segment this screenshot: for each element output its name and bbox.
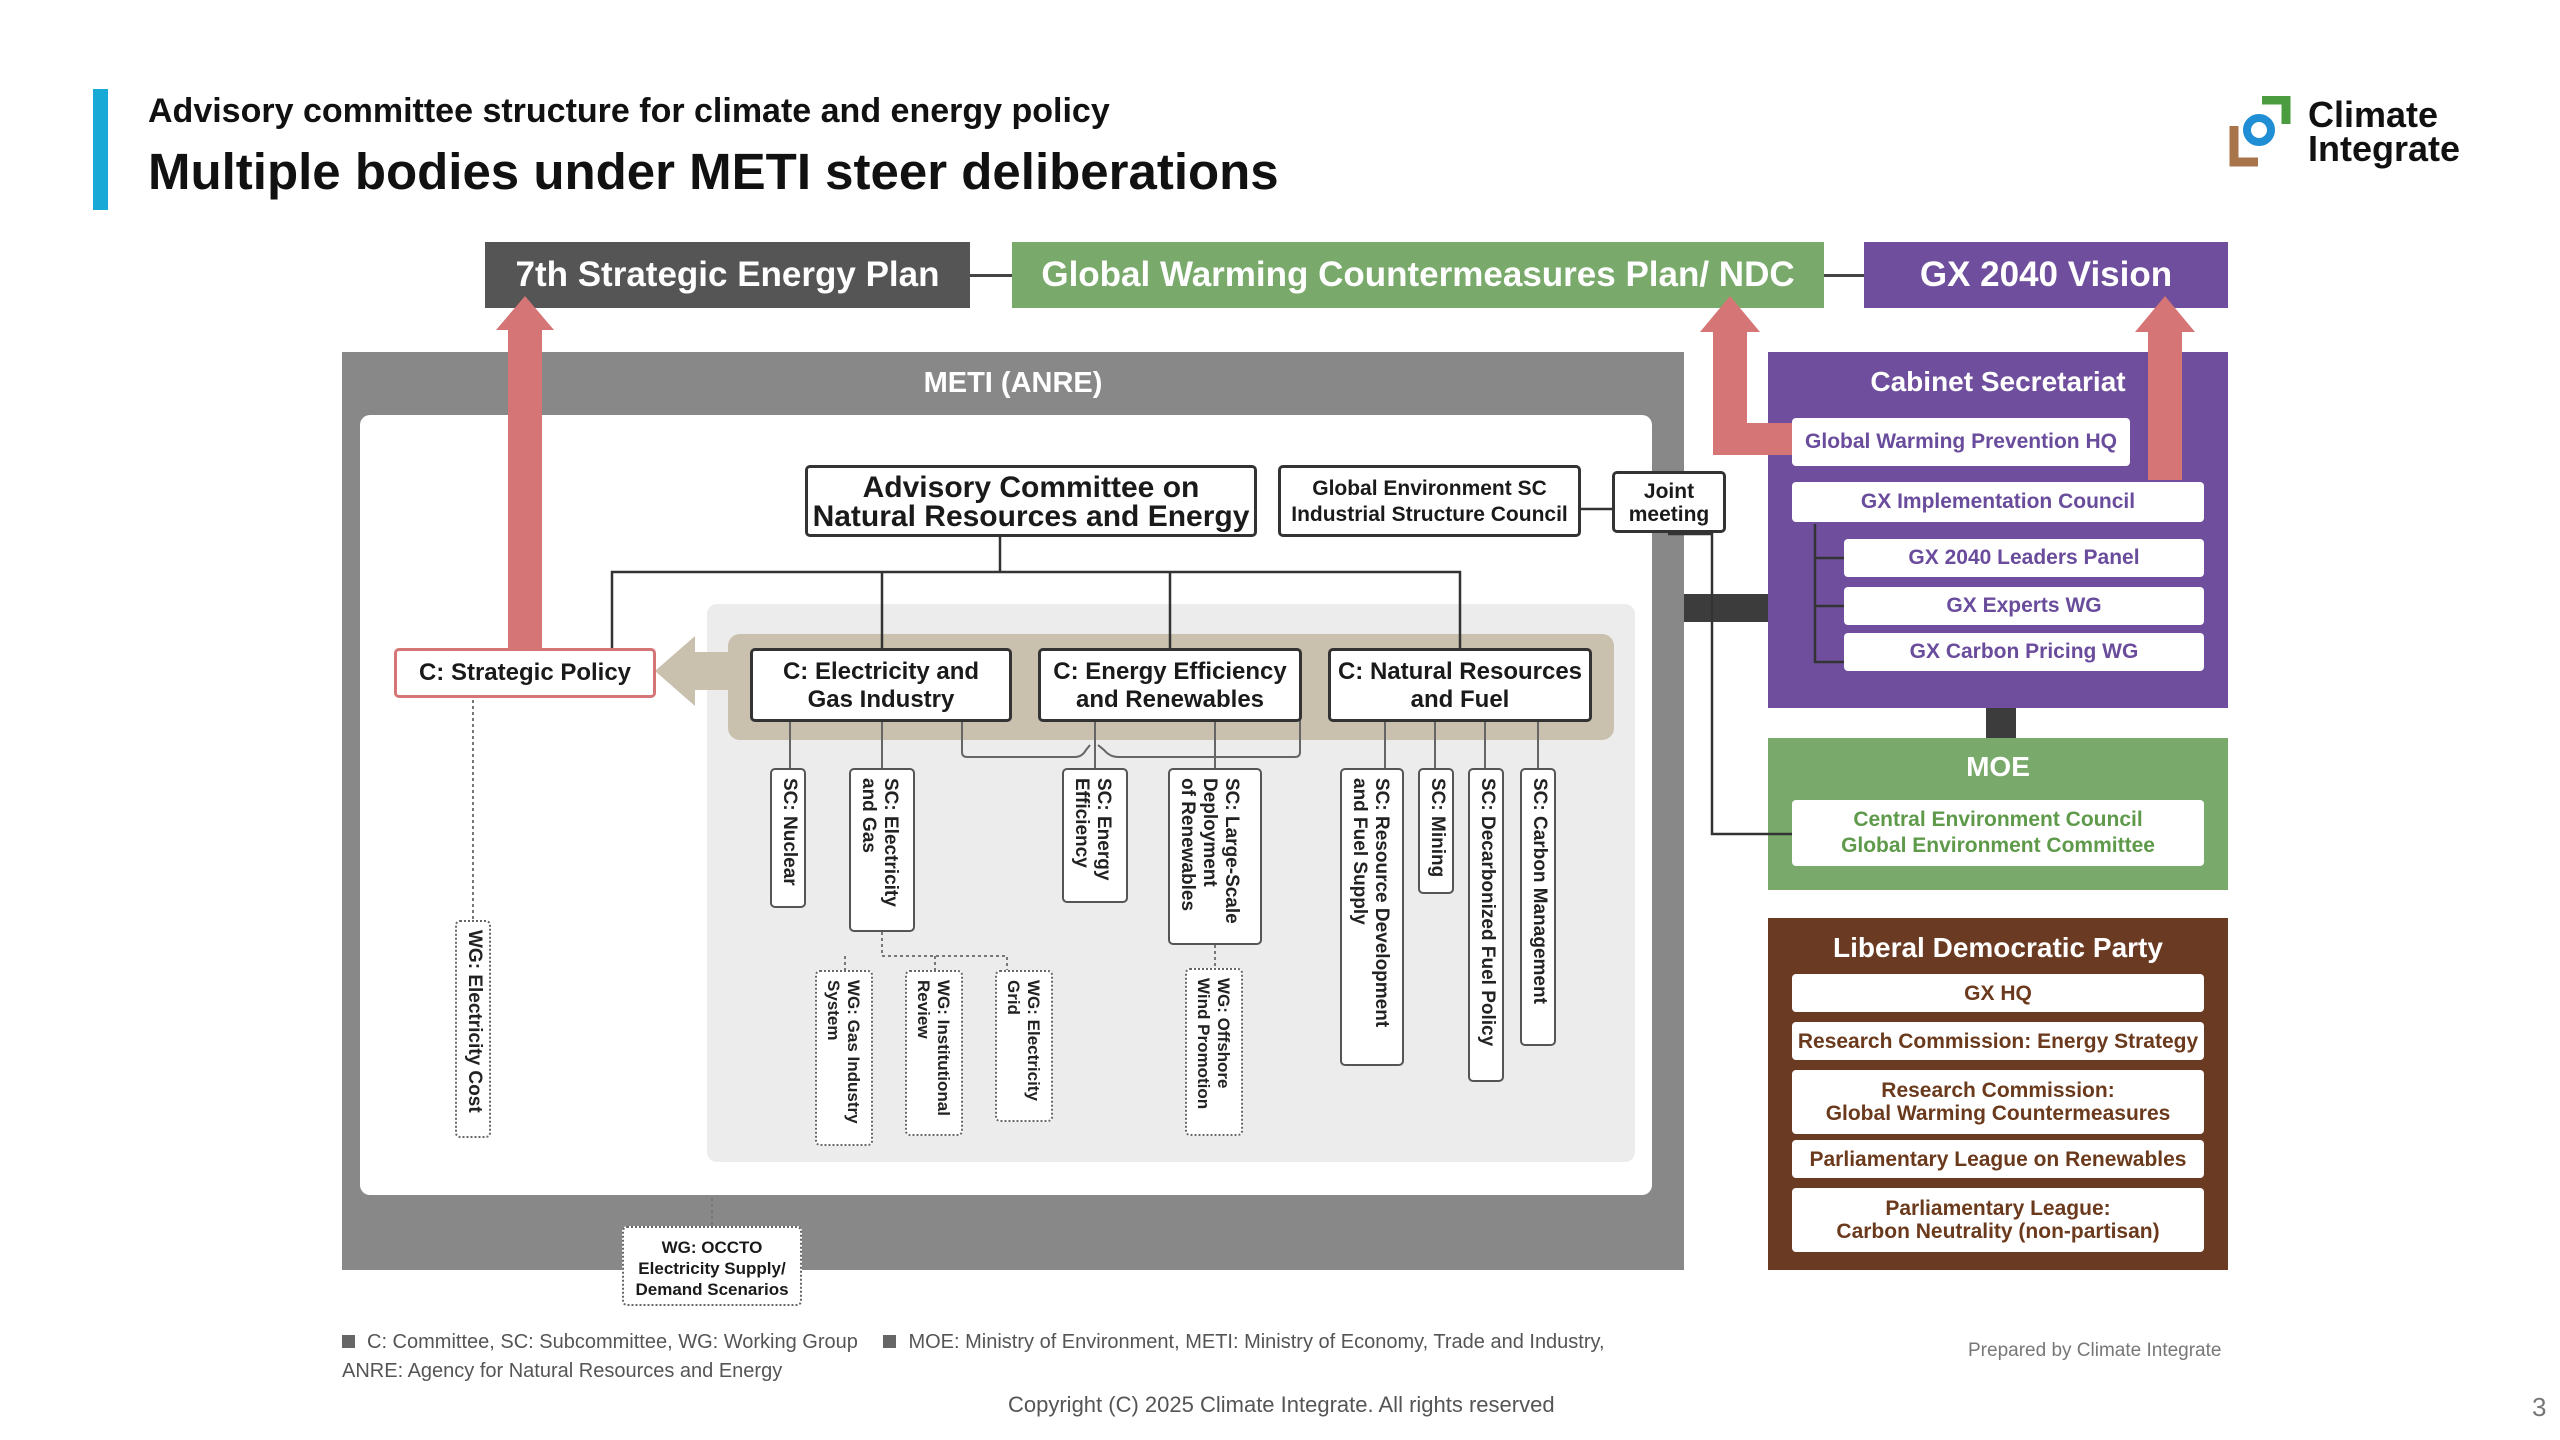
cabinet-label: Cabinet Secretariat xyxy=(1870,366,2126,397)
legend-text-3: ANRE: Agency for Natural Resources and E… xyxy=(342,1360,783,1382)
logo-text-line1: Climate xyxy=(2308,94,2439,135)
ldp-item-gw-countermeasures: Research Commission: Global Warming Coun… xyxy=(1792,1070,2204,1134)
strategic-policy-committee: C: Strategic Policy xyxy=(394,648,656,698)
legend-text-1: C: Committee, SC: Subcommittee, WG: Work… xyxy=(367,1331,858,1353)
page-number: 3 xyxy=(2532,1392,2547,1422)
sc-large-scale-renewables: SC: Large-Scale Deployment of Renewables xyxy=(1168,768,1262,945)
energy-eff-line1: C: Energy Efficiency xyxy=(1053,658,1287,685)
cabinet-item-gx-leaders: GX 2040 Leaders Panel xyxy=(1844,539,2204,577)
energy-efficiency-committee: C: Energy Efficiency and Renewables xyxy=(1038,648,1302,722)
plan-strategic-energy: 7th Strategic Energy Plan xyxy=(485,242,970,308)
cabinet-moe-connector xyxy=(1986,708,2016,738)
moe-label: MOE xyxy=(1966,751,2030,782)
sc-decarbonized-fuel: SC: Decarbonized Fuel Policy xyxy=(1468,768,1504,1082)
header-accent-bar xyxy=(93,89,108,210)
sc-carbon-mgmt-label: SC: Carbon Management xyxy=(1529,778,1550,1004)
meti-cabinet-connector xyxy=(1684,594,1768,622)
slide-subtitle: Advisory committee structure for climate… xyxy=(148,92,1110,130)
ldp-item-gx-hq: GX HQ xyxy=(1792,974,2204,1012)
wg-institutional-review: WG: Institutional Review xyxy=(905,970,963,1136)
ldp-item-2-line1: Research Commission: xyxy=(1881,1079,2115,1102)
joint-meeting-box: Joint meeting xyxy=(1612,471,1726,533)
footer-legend: C: Committee, SC: Subcommittee, WG: Work… xyxy=(342,1328,1605,1386)
wg-electricity-cost: WG: Electricity Cost xyxy=(455,920,491,1138)
wg-electricity-grid: WG: Electricity Grid xyxy=(995,970,1053,1122)
moe-central-environment-council: Central Environment Council Global Envir… xyxy=(1792,800,2204,866)
ldp-label: Liberal Democratic Party xyxy=(1833,932,2163,963)
strategic-policy-label: C: Strategic Policy xyxy=(418,659,632,686)
meti-label: METI (ANRE) xyxy=(923,366,1103,399)
copyright: Copyright (C) 2025 Climate Integrate. Al… xyxy=(1008,1392,1555,1417)
slide-title: Multiple bodies under METI steer deliber… xyxy=(148,143,1279,200)
cabinet-item-gx-implementation: GX Implementation Council xyxy=(1792,482,2204,522)
legend-text-2: MOE: Ministry of Environment, METI: Mini… xyxy=(908,1331,1605,1353)
energy-eff-line2: and Renewables xyxy=(1075,686,1265,713)
ldp-item-0-line1: GX HQ xyxy=(1964,981,2032,1005)
wg-institutional-label: WG: Institutional Review xyxy=(914,980,953,1116)
sc-electricity-gas: SC: Electricity and Gas xyxy=(849,768,915,932)
wg-offshore-wind: WG: Offshore Wind Promotion xyxy=(1185,968,1243,1136)
wg-gas-industry: WG: Gas Industry System xyxy=(815,970,873,1146)
sc-decarb-fuel-label: SC: Decarbonized Fuel Policy xyxy=(1477,778,1498,1047)
prepared-by: Prepared by Climate Integrate xyxy=(1968,1340,2222,1361)
legend-bullet-1 xyxy=(342,1335,355,1348)
wg-occto-line2: Electricity Supply/ xyxy=(638,1259,786,1278)
sc-energy-efficiency: SC: Energy Efficiency xyxy=(1062,768,1128,903)
global-environment-sc-box: Global Environment SC Industrial Structu… xyxy=(1278,465,1581,537)
sc-mining: SC: Mining xyxy=(1418,768,1454,894)
advisory-committee-box: Advisory Committee on Natural Resources … xyxy=(805,465,1257,537)
wg-occto-line3: Demand Scenarios xyxy=(635,1280,789,1299)
sc-resource-development: SC: Resource Development and Fuel Supply xyxy=(1340,768,1404,1066)
band-left-arrow-icon xyxy=(655,636,735,706)
wg-gas-industry-label: WG: Gas Industry System xyxy=(824,980,863,1124)
elec-gas-line2: Gas Industry xyxy=(807,686,955,713)
sc-electricity-gas-label: SC: Electricity and Gas xyxy=(858,778,901,907)
sc-nuclear-label: SC: Nuclear xyxy=(779,778,800,886)
wg-occto-line1: WG: OCCTO xyxy=(661,1238,763,1257)
wg-occto: WG: OCCTO Electricity Supply/ Demand Sce… xyxy=(622,1226,802,1306)
logo-mark-icon xyxy=(2229,96,2291,167)
logo-text-line2: Integrate xyxy=(2308,128,2461,169)
ldp-item-2-line2: Global Warming Countermeasures xyxy=(1825,1102,2171,1125)
joint-line1: Joint xyxy=(1643,480,1695,503)
sc-large-scale-label: SC: Large-Scale Deployment of Renewables xyxy=(1177,778,1242,924)
sc-mining-label: SC: Mining xyxy=(1427,778,1448,878)
cabinet-item-gx-experts: GX Experts WG xyxy=(1844,587,2204,625)
advisory-line1: Advisory Committee on xyxy=(862,471,1200,504)
moe-line2: Global Environment Committee xyxy=(1841,834,2155,857)
ldp-item-4-line2: Carbon Neutrality (non-partisan) xyxy=(1836,1220,2160,1243)
sc-carbon-management: SC: Carbon Management xyxy=(1520,768,1556,1046)
ldp-item-carbon-neutrality: Parliamentary League: Carbon Neutrality … xyxy=(1792,1188,2204,1252)
joint-line2: meeting xyxy=(1628,503,1710,526)
nat-res-line1: C: Natural Resources xyxy=(1337,658,1583,685)
ldp-item-renewables-league: Parliamentary League on Renewables xyxy=(1792,1140,2204,1178)
global-env-line2: Industrial Structure Council xyxy=(1291,503,1568,526)
wg-electricity-grid-label: WG: Electricity Grid xyxy=(1004,980,1043,1101)
elec-gas-committee: C: Electricity and Gas Industry xyxy=(750,648,1012,722)
legend-bullet-2 xyxy=(883,1335,897,1348)
wg-offshore-wind-label: WG: Offshore Wind Promotion xyxy=(1194,978,1233,1110)
climate-integrate-logo: Climate Integrate xyxy=(2228,96,2488,176)
sc-energy-efficiency-label: SC: Energy Efficiency xyxy=(1071,778,1114,881)
ldp-item-1-line1: Research Commission: Energy Strategy xyxy=(1797,1029,2199,1053)
ldp-item-4-line1: Parliamentary League: xyxy=(1885,1197,2111,1220)
moe-line1: Central Environment Council xyxy=(1853,808,2143,831)
sc-nuclear: SC: Nuclear xyxy=(770,768,806,908)
cabinet-item-gx-carbon-pricing: GX Carbon Pricing WG xyxy=(1844,633,2204,671)
advisory-line2: Natural Resources and Energy xyxy=(812,500,1250,533)
sc-resource-dev-label: SC: Resource Development and Fuel Supply xyxy=(1349,778,1392,1028)
plan-gw-countermeasures: Global Warming Countermeasures Plan/ NDC xyxy=(1012,242,1824,308)
ldp-item-energy-strategy: Research Commission: Energy Strategy xyxy=(1792,1022,2204,1060)
ldp-item-3-line1: Parliamentary League on Renewables xyxy=(1809,1147,2187,1171)
elec-gas-line1: C: Electricity and xyxy=(782,658,980,685)
global-env-line1: Global Environment SC xyxy=(1312,477,1547,500)
natural-resources-committee: C: Natural Resources and Fuel xyxy=(1328,648,1592,722)
cabinet-item-gw-prevention-hq: Global Warming Prevention HQ xyxy=(1792,418,2130,466)
nat-res-line2: and Fuel xyxy=(1410,686,1510,713)
wg-electricity-cost-label: WG: Electricity Cost xyxy=(464,930,485,1113)
